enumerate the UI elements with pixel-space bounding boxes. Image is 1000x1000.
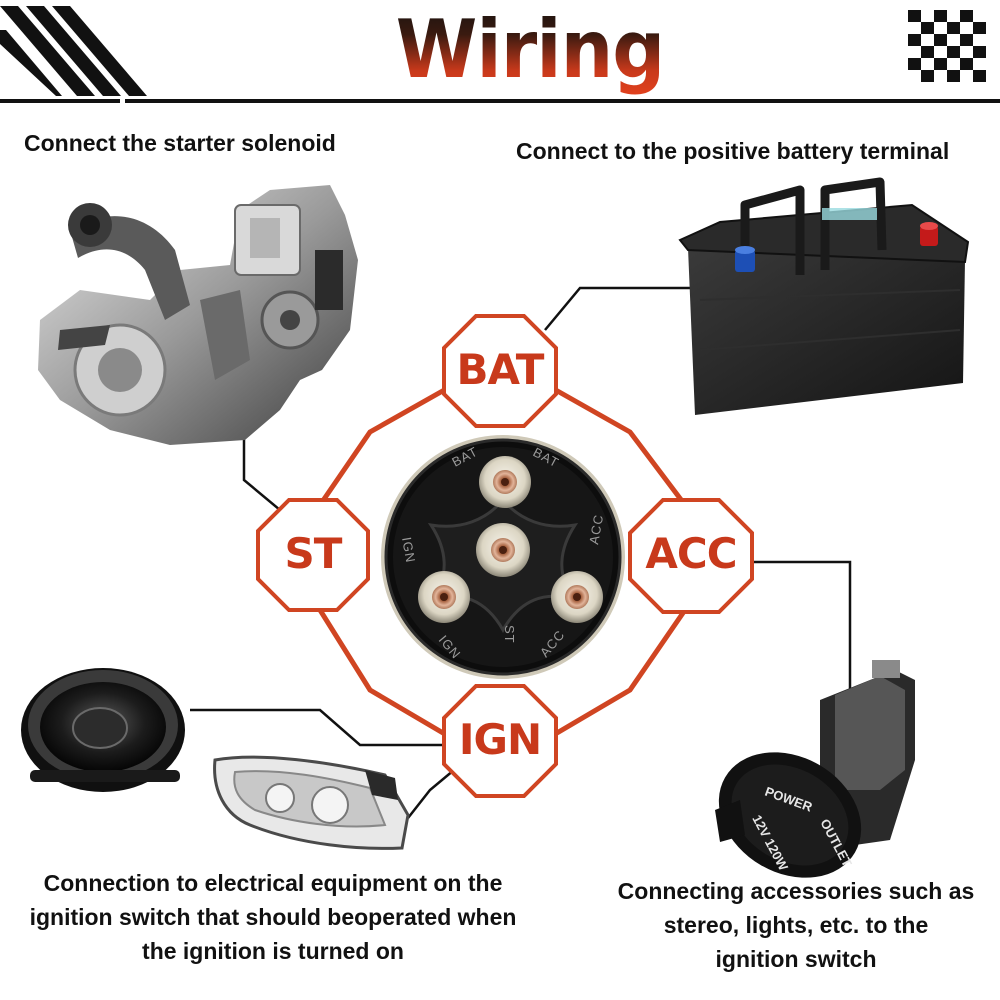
switch-post-bat: [479, 456, 531, 508]
marking-ign-left: IGN: [399, 536, 418, 564]
racing-stripes-icon: [0, 6, 147, 96]
wire-battery: [544, 286, 690, 331]
power-outlet-image: POWER 12V 120W OUTLET: [715, 660, 915, 878]
terminal-label-st: ST: [284, 529, 343, 578]
terminal-label-ign: IGN: [458, 715, 542, 764]
caption-starter: Connect the starter solenoid: [24, 130, 336, 156]
marking-st: ST: [502, 625, 517, 644]
caption-accessories: Connecting accessories such as stereo, l…: [617, 878, 975, 972]
engine-image: [38, 185, 358, 445]
checkered-flag-icon: [908, 10, 986, 84]
ignition-switch-image: BAT BAT IGN IGN ACC ACC ST: [381, 435, 625, 679]
terminal-label-bat: BAT: [456, 345, 545, 394]
switch-post-ign: [418, 571, 470, 623]
switch-post-acc: [551, 571, 603, 623]
headlight-image: [213, 755, 410, 850]
terminal-st[interactable]: [256, 498, 370, 612]
terminal-ign[interactable]: [442, 684, 558, 798]
marking-acc-right: ACC: [586, 513, 606, 546]
terminal-label-acc: ACC: [645, 529, 737, 578]
wire-accessories: [742, 560, 852, 690]
terminal-acc[interactable]: [628, 498, 754, 614]
page-title: Wiring Method: [230, 0, 830, 201]
caption-battery: Connect to the positive battery terminal: [516, 138, 950, 164]
header-decoration: [0, 6, 1000, 103]
wire-headlight: [407, 764, 461, 819]
speaker-image: [21, 668, 185, 792]
terminal-bat[interactable]: [442, 314, 558, 428]
wire-speaker: [190, 708, 460, 747]
switch-post-center: [476, 523, 530, 577]
caption-ignition: Connection to electrical equipment on th…: [29, 870, 517, 964]
car-battery-image: [678, 177, 970, 415]
